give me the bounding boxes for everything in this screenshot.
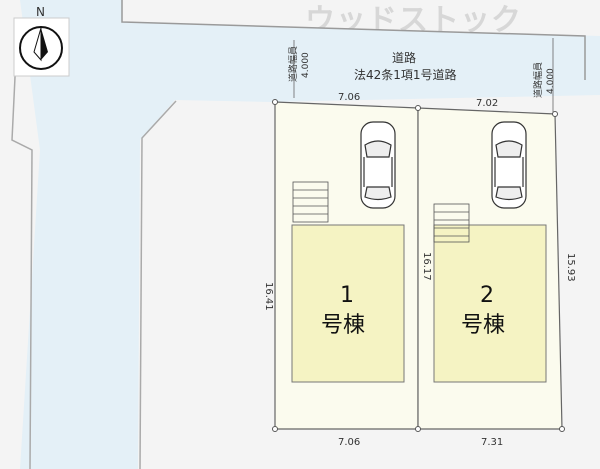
road-name: 道路	[392, 50, 416, 65]
lot-2-number: 2	[480, 283, 494, 308]
lot-2-building-label: 号棟	[461, 313, 505, 338]
right-side-dimension: 15.93	[565, 253, 576, 282]
lot-1-side-dimension-wrap: 16.41	[263, 282, 274, 311]
road-width-right-label: 道路幅員	[532, 62, 544, 98]
lot-2-side-dimension: 16.17	[421, 252, 432, 281]
road-classification: 法42条1項1号道路	[354, 67, 457, 82]
compass-icon: N	[13, 5, 70, 77]
lot-2-top-dimension: 7.02	[476, 98, 498, 109]
lot-1-number: 1	[340, 283, 354, 308]
stairs-icon	[433, 203, 470, 243]
road-edge-top	[121, 0, 586, 80]
road-width-left-label: 道路幅員	[287, 46, 299, 82]
lot-2-side-dimension-wrap: 16.17	[421, 252, 432, 281]
road-width-right: 道路幅員 4.000	[532, 62, 556, 98]
building-2	[433, 224, 547, 383]
road-width-right-value: 4.000	[546, 68, 556, 94]
road-width-left-value: 4.000	[301, 52, 311, 78]
car-icon	[491, 121, 527, 209]
lot-2-bottom-dimension: 7.31	[481, 437, 503, 448]
right-side-dimension-wrap: 15.93	[565, 253, 576, 282]
building-1	[291, 224, 405, 383]
lot-1-side-dimension: 16.41	[263, 282, 274, 311]
lot-1-building-label: 号棟	[321, 313, 365, 338]
compass-label: N	[36, 5, 45, 19]
lot-1-bottom-dimension: 7.06	[338, 437, 360, 448]
boundary-markers	[272, 99, 565, 432]
road-edge-inner	[139, 100, 177, 469]
lot-1-top-dimension: 7.06	[338, 92, 360, 103]
stairs-icon	[292, 181, 329, 223]
car-icon	[360, 121, 396, 209]
road-area	[20, 0, 600, 469]
road-width-left: 道路幅員 4.000	[287, 46, 311, 82]
road-edge-left	[11, 34, 33, 469]
